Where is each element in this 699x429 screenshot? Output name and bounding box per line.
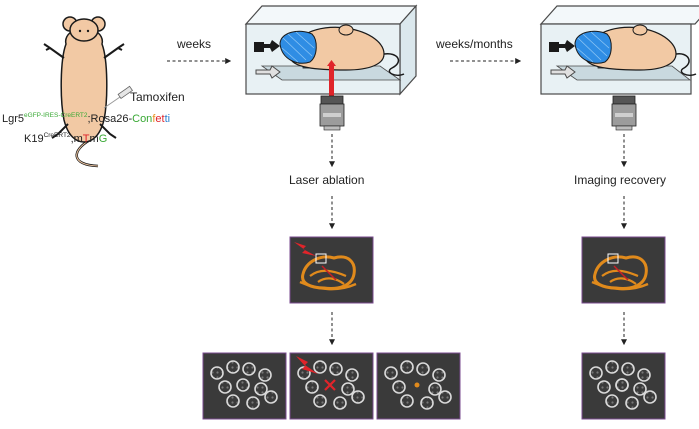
crypt-circle bbox=[428, 382, 442, 396]
mtmg-part-4: G bbox=[98, 133, 108, 145]
crypt-circle bbox=[258, 368, 272, 382]
regenerated-crypt-circle bbox=[615, 378, 629, 392]
crypt-circle bbox=[384, 366, 398, 380]
anesthesia-mask-icon bbox=[279, 30, 317, 64]
crypt-circle bbox=[597, 380, 611, 394]
laser-beam bbox=[329, 66, 334, 98]
confetti-part-1: Con bbox=[132, 113, 153, 125]
crypt-circle bbox=[643, 390, 657, 404]
crypt-circle bbox=[254, 382, 268, 396]
crypt-circle bbox=[625, 396, 639, 410]
ablation-cross-icon bbox=[324, 379, 336, 391]
crypt-circle bbox=[341, 382, 355, 396]
genotype-line-1: Lgr5eGFP-IRES-CreERT2;Rosa26-Confetti bbox=[2, 112, 171, 126]
label-weeks-months: weeks/months bbox=[436, 37, 513, 51]
mtmg-part-2: T bbox=[82, 133, 90, 145]
overview-image-ablation bbox=[289, 236, 374, 304]
laser-bolt-icon bbox=[296, 356, 318, 374]
label-tamoxifen: Tamoxifen bbox=[130, 90, 185, 104]
gene-k19: K19 bbox=[24, 133, 44, 145]
label-laser-ablation: Laser ablation bbox=[289, 173, 365, 187]
crypt-circle bbox=[392, 380, 406, 394]
crypt-circle bbox=[329, 362, 343, 376]
crypt-circle bbox=[605, 360, 619, 374]
crypt-circle bbox=[605, 394, 619, 408]
crypt-circle bbox=[226, 360, 240, 374]
label-imaging-recovery: Imaging recovery bbox=[574, 173, 667, 187]
crypt-circle bbox=[633, 382, 647, 396]
crypt-circle bbox=[400, 394, 414, 408]
mtmg-part-3: m bbox=[89, 133, 99, 145]
crypt-circle bbox=[438, 390, 452, 404]
confetti-part-4: ti bbox=[164, 113, 171, 125]
crypt-circle bbox=[305, 380, 319, 394]
gene-lgr5: Lgr5 bbox=[2, 113, 25, 125]
objective-lens-icon-2 bbox=[611, 95, 637, 131]
crypt-circle bbox=[242, 362, 256, 376]
gene-separator: ; bbox=[70, 133, 74, 145]
crypt-circle bbox=[416, 362, 430, 376]
crypt-circle bbox=[420, 396, 434, 410]
mtmg-part-1: m bbox=[73, 133, 83, 145]
crypt-circle bbox=[637, 368, 651, 382]
crypt-circle bbox=[264, 390, 278, 404]
crypt-circle bbox=[400, 360, 414, 374]
crypt-circle bbox=[345, 368, 359, 382]
objective-lens-icon-1 bbox=[319, 95, 345, 131]
crypt-circle bbox=[236, 378, 250, 392]
imaging-box-1 bbox=[244, 4, 418, 98]
ablated-site-dot bbox=[414, 382, 420, 388]
allele-k19: CreERT2 bbox=[43, 132, 71, 139]
crypt-circle bbox=[218, 380, 232, 394]
allele-lgr5: eGFP-IRES-CreERT2 bbox=[24, 112, 88, 119]
crypt-circle bbox=[589, 366, 603, 380]
crypt-circle bbox=[621, 362, 635, 376]
crypt-circle bbox=[210, 366, 224, 380]
label-weeks: weeks bbox=[177, 37, 212, 51]
crypt-circle bbox=[432, 368, 446, 382]
crypt-circle bbox=[246, 396, 260, 410]
confetti-part-3: et bbox=[155, 113, 165, 125]
genotype-line-2: K19CreERT2;mTmG bbox=[24, 132, 108, 146]
laser-bolt-icon bbox=[294, 242, 316, 256]
crypt-panels bbox=[202, 352, 666, 420]
syringe-icon bbox=[103, 85, 134, 109]
crypt-circle bbox=[313, 360, 327, 374]
imaging-box-2 bbox=[539, 5, 699, 95]
crypt-circle bbox=[313, 394, 327, 408]
crypt-circle bbox=[333, 396, 347, 410]
crypt-circle bbox=[226, 394, 240, 408]
confetti-part-2: f bbox=[152, 113, 156, 125]
overview-image-recovery bbox=[581, 236, 666, 304]
gene-rosa26: ;Rosa26- bbox=[87, 113, 133, 125]
crypt-circle bbox=[351, 390, 365, 404]
injected-mouse-icon bbox=[43, 16, 125, 168]
